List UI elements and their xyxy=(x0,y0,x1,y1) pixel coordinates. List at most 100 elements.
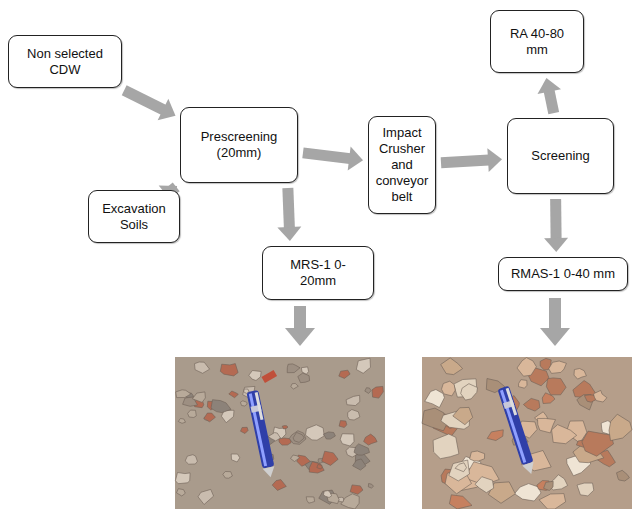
flow-arrow xyxy=(303,147,363,171)
arrow-head xyxy=(277,227,301,241)
arrow-shaft xyxy=(550,199,561,239)
stone xyxy=(617,470,630,481)
pen-body xyxy=(497,386,533,466)
stone xyxy=(475,477,494,493)
box-label: Impact Crusher and conveyor belt xyxy=(374,125,430,205)
arrow-shaft xyxy=(549,298,561,328)
flow-arrow xyxy=(277,188,301,241)
arrow-head xyxy=(158,99,176,120)
stone xyxy=(339,421,347,428)
arrow-shaft xyxy=(288,188,290,228)
stone xyxy=(306,425,325,440)
stone xyxy=(487,430,503,441)
process-box: Screening xyxy=(507,118,614,194)
stone xyxy=(582,431,614,456)
stone xyxy=(177,489,186,496)
pen-tip xyxy=(263,466,277,478)
box-label: RMAS-1 0-40 mm xyxy=(511,266,615,282)
box-label: Screening xyxy=(531,148,590,164)
stone xyxy=(268,433,280,441)
stone xyxy=(324,432,336,439)
arrow-shaft xyxy=(549,91,554,113)
photo-right xyxy=(422,357,632,509)
pen-clip xyxy=(506,388,518,416)
stone xyxy=(322,451,338,465)
stone xyxy=(453,407,473,424)
stone xyxy=(365,388,371,394)
stone xyxy=(249,371,261,381)
process-box: RA 40-80 mm xyxy=(490,10,584,73)
pen-clip xyxy=(255,392,264,420)
photo-left xyxy=(175,357,385,509)
stone xyxy=(339,370,350,378)
stone xyxy=(282,426,288,429)
stone xyxy=(425,390,445,408)
stone xyxy=(204,413,216,422)
gravel xyxy=(422,358,632,509)
brick-piece xyxy=(261,370,277,383)
stone xyxy=(353,459,366,470)
stone xyxy=(291,383,299,389)
box-label: Non selected CDW xyxy=(14,46,116,78)
stone xyxy=(350,485,363,494)
stone xyxy=(279,438,291,445)
stone xyxy=(519,380,528,389)
stone xyxy=(577,483,594,496)
box-label: Prescreening (20mm) xyxy=(186,129,292,161)
stone xyxy=(552,425,577,444)
box-label: RA 40-80 mm xyxy=(506,26,568,58)
stone xyxy=(211,400,231,413)
stone xyxy=(433,434,459,459)
stone xyxy=(470,451,485,461)
flow-arrow xyxy=(544,199,568,252)
stone xyxy=(287,364,300,373)
box-label: Excavation Soils xyxy=(94,201,174,233)
arrow-shaft xyxy=(294,306,306,328)
photo-arrow xyxy=(285,298,570,346)
stone xyxy=(185,455,197,465)
stone xyxy=(368,484,373,489)
stone xyxy=(340,434,354,446)
box-label: MRS-1 0-20mm xyxy=(282,257,354,289)
stone xyxy=(594,390,607,402)
pen xyxy=(246,390,276,479)
stone xyxy=(441,358,463,375)
stone xyxy=(546,378,566,395)
stone xyxy=(198,489,214,504)
stone xyxy=(223,472,233,479)
stone xyxy=(346,395,360,405)
stone xyxy=(523,398,540,411)
stone xyxy=(229,391,239,398)
arrow-shaft xyxy=(303,153,350,159)
arrow-head xyxy=(538,78,561,94)
stone xyxy=(372,386,383,398)
stone xyxy=(176,390,191,398)
stone xyxy=(293,432,304,442)
stone xyxy=(364,434,378,445)
stone xyxy=(231,454,240,462)
stone xyxy=(178,419,185,424)
arrow-shaft xyxy=(124,90,164,110)
stone xyxy=(348,410,360,421)
pen-body xyxy=(246,390,274,469)
stone xyxy=(539,494,566,509)
flow-arrow xyxy=(538,78,561,113)
stone xyxy=(574,369,586,380)
stone xyxy=(175,473,190,484)
stone xyxy=(354,444,370,455)
stone xyxy=(544,481,554,490)
pen-tip xyxy=(522,462,537,476)
stone xyxy=(309,462,324,473)
stone xyxy=(240,401,247,406)
stone xyxy=(356,358,370,373)
stone xyxy=(461,384,478,400)
stone xyxy=(449,495,472,509)
stone xyxy=(317,465,322,470)
stone xyxy=(341,494,359,509)
stone xyxy=(241,427,249,433)
arrow-head xyxy=(285,328,315,346)
stone xyxy=(449,460,470,481)
process-box: Impact Crusher and conveyor belt xyxy=(368,116,436,214)
stone xyxy=(442,381,456,396)
